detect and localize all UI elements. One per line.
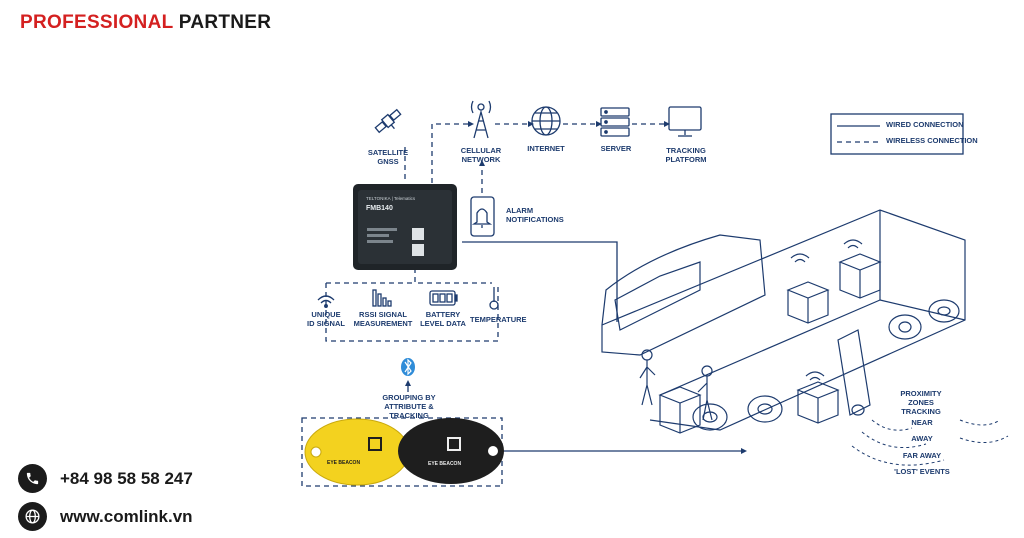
alarm-phone-icon [470,196,495,237]
phone-contact[interactable]: +84 98 58 58 247 [18,464,193,493]
alarm-label: ALARM NOTIFICATIONS [506,206,564,224]
brand-title-part2: PARTNER [173,12,272,33]
alarm-label-line2: NOTIFICATIONS [506,215,564,224]
internet-globe-icon [531,106,561,136]
proximity-waves [851,419,1009,466]
satellite-icon [374,108,402,134]
proximity-far-away: FAR AWAY [902,451,942,460]
rssi-label: RSSI SIGNAL MEASUREMENT [352,310,414,328]
fmb140-device [353,184,457,270]
battery-line2: LEVEL DATA [420,319,466,328]
proximity-title-line2: TRACKING [901,407,941,416]
cellular-tower-icon [470,100,492,139]
internet-label: INTERNET [527,144,565,153]
satellite-label-line2: GNSS [377,157,399,166]
black-beacon [398,418,504,484]
platform-label: TRACKING PLATFORM [661,146,711,164]
satellite-label-line1: SATELLITE [367,148,409,157]
globe-icon [18,502,47,531]
wifi-signal-icon [317,295,335,308]
platform-label-line1: TRACKING [666,146,706,155]
proximity-away: AWAY [911,434,933,443]
battery-icon [429,290,458,306]
satellite-label: SATELLITE GNSS [366,148,410,166]
grouping-line2: ATTRIBUTE & TRACKING [384,402,434,420]
arrowheads [405,121,747,454]
brand-title-part1: PROFESSIONAL [20,12,174,33]
grouping-line1: GROUPING BY [382,393,436,402]
legend-wired-label: WIRED CONNECTION [886,120,964,129]
wired-links [407,241,741,452]
legend-box [830,113,964,155]
alarm-label-line1: ALARM [506,206,534,215]
website-url: www.comlink.vn [60,506,193,526]
server-icon [600,107,630,137]
proximity-title: PROXIMITY ZONES TRACKING [887,389,955,416]
device-brand: TELTONIKA | Telematics [366,196,416,201]
server-label: SERVER [600,144,632,153]
thermometer-icon [489,287,499,310]
proximity-lost-events: 'LOST' EVENTS [894,467,950,476]
unique-id-line1: UNIQUE [311,310,341,319]
unique-id-line2: ID SIGNAL [307,319,345,328]
proximity-title-line1: PROXIMITY ZONES [900,389,942,407]
unique-id-label: UNIQUE ID SIGNAL [304,310,348,328]
legend-wireless-label: WIRELESS CONNECTION [886,136,978,145]
wireless-links [301,123,664,487]
truck-illustration [601,209,966,434]
yellow-beacon [304,418,410,486]
phone-number: +84 98 58 58 247 [60,468,193,488]
brand-title: PROFESSIONAL PARTNER [20,12,271,34]
cellular-label-line1: CELLULAR [460,146,502,155]
rssi-bars-icon [372,289,392,307]
website-contact[interactable]: www.comlink.vn [18,502,193,531]
grouping-label: GROUPING BY ATTRIBUTE & TRACKING [368,393,450,420]
tracking-platform-monitor-icon [668,106,702,137]
temperature-label: TEMPERATURE [470,315,527,324]
rssi-line1: RSSI SIGNAL [359,310,407,319]
yellow-beacon-label: EYE BEACON [327,460,360,466]
cellular-label-line2: NETWORK [461,155,501,164]
device-model: FMB140 [366,205,393,212]
battery-line1: BATTERY [425,310,461,319]
proximity-near: NEAR [911,418,933,427]
cellular-label: CELLULAR NETWORK [459,146,503,164]
platform-label-line2: PLATFORM [665,155,707,164]
bluetooth-icon [401,358,415,376]
rssi-line2: MEASUREMENT [353,319,413,328]
phone-icon [18,464,47,493]
battery-label: BATTERY LEVEL DATA [418,310,468,328]
black-beacon-label: EYE BEACON [428,461,461,467]
